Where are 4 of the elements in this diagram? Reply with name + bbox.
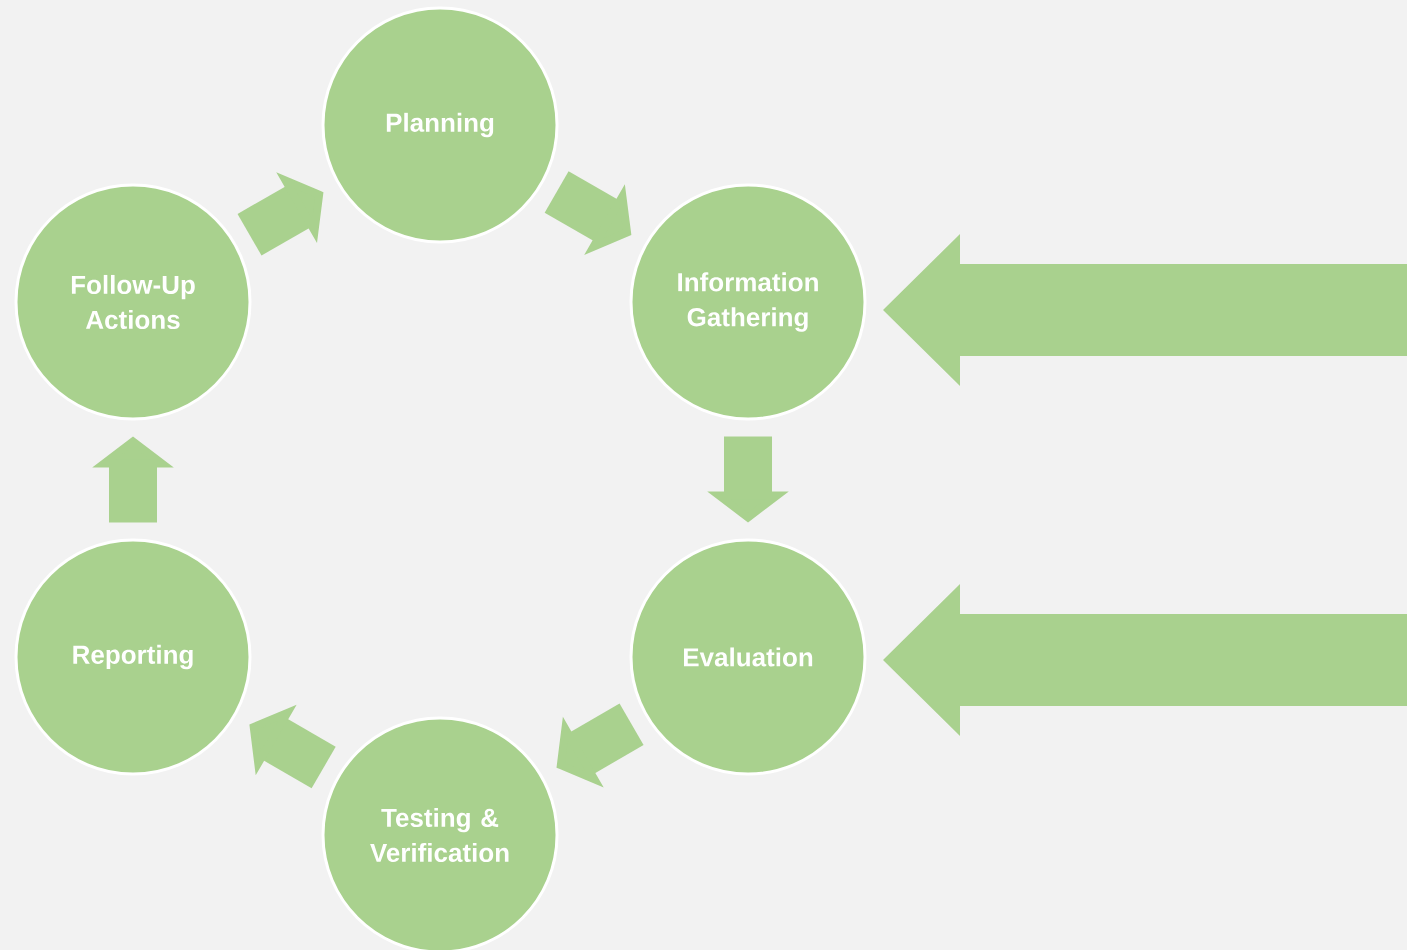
block-arrow [883, 584, 1407, 736]
block-arrow [237, 172, 324, 256]
block-arrow [556, 703, 644, 788]
block-arrow [883, 234, 1407, 386]
